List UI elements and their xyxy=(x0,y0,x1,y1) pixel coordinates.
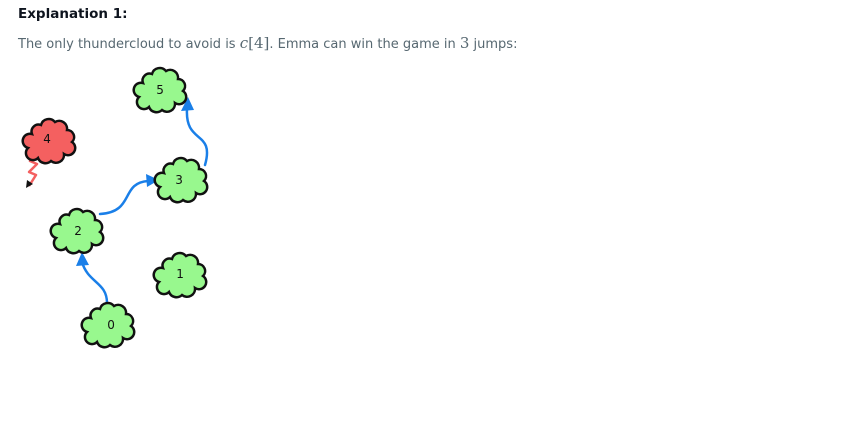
cloud-2-label: 2 xyxy=(74,224,82,238)
jump-arrow-2-to-3-head xyxy=(146,174,159,187)
explanation-text: The only thundercloud to avoid is c[4]. … xyxy=(18,34,517,52)
cloud-0: 0 xyxy=(80,301,136,349)
cloud-5: 5 xyxy=(132,66,188,114)
cloud-1-label: 1 xyxy=(176,267,184,281)
text-middle: . Emma can win the game in xyxy=(269,37,460,52)
cloud-0-label: 0 xyxy=(107,318,115,332)
jump-arrow-0-to-2-head xyxy=(76,252,89,266)
cloud-3: 3 xyxy=(153,156,209,204)
math-jumps: 3 xyxy=(459,34,470,52)
cloud-2: 2 xyxy=(49,207,105,255)
cloud-4: 4 xyxy=(21,117,77,165)
explanation-heading: Explanation 1: xyxy=(18,6,128,22)
cloud-3-label: 3 xyxy=(175,173,183,187)
jump-arrows xyxy=(76,97,209,305)
math-c4: c[4] xyxy=(240,34,270,52)
cloud-5-label: 5 xyxy=(156,83,164,97)
text-before: The only thundercloud to avoid is xyxy=(18,37,240,52)
lightning-bolt-tip xyxy=(26,180,33,188)
text-after: jumps: xyxy=(469,37,518,52)
jump-arrow-3-to-5 xyxy=(185,107,209,167)
cloud-1: 1 xyxy=(152,251,208,299)
jump-arrow-0-to-2 xyxy=(80,260,109,305)
math-c-var: c xyxy=(239,34,249,52)
jump-arrow-3-to-5-head xyxy=(181,97,194,111)
jump-arrow-2-to-3 xyxy=(98,179,150,216)
cloud-4-label: 4 xyxy=(43,132,51,146)
math-c-bracket: [4] xyxy=(248,34,270,52)
